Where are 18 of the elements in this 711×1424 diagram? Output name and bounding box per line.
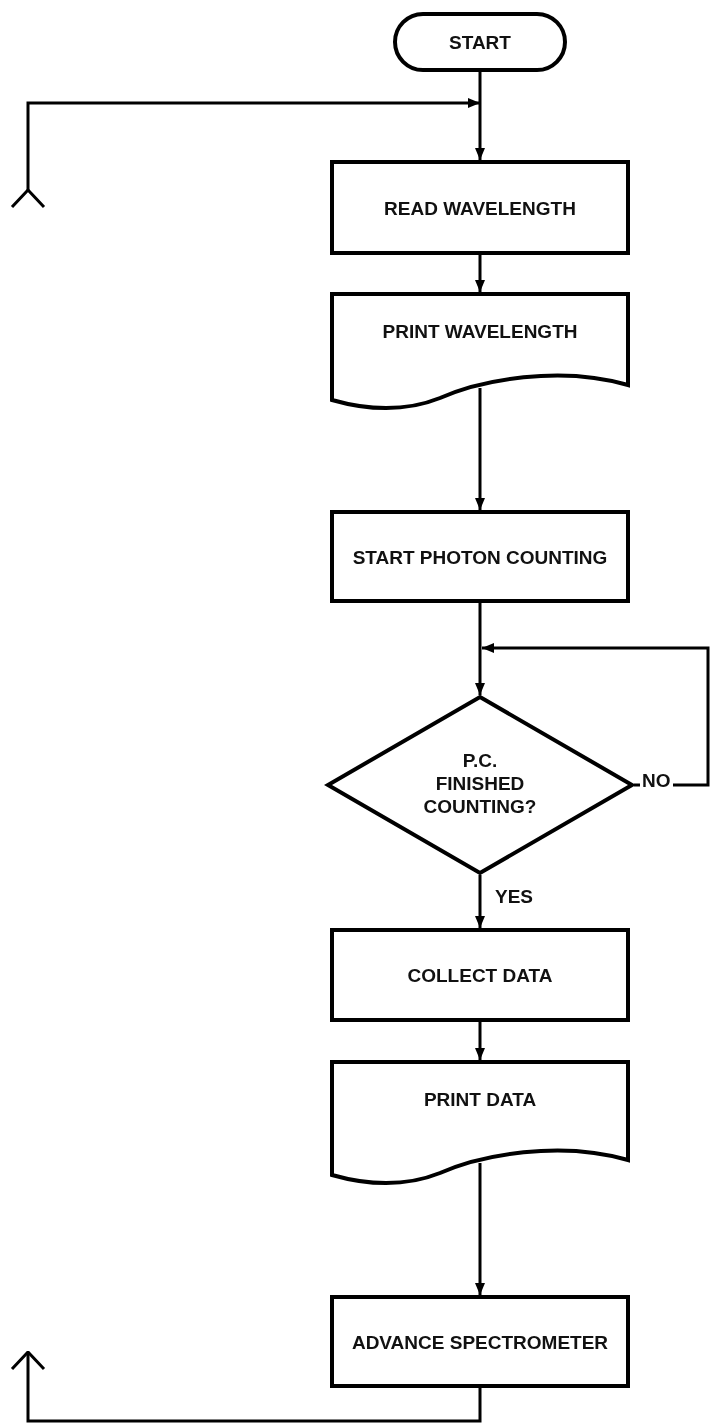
arrow xyxy=(475,388,485,510)
off-page-connector-arrow xyxy=(10,98,480,209)
arrow xyxy=(475,603,485,695)
arrow xyxy=(475,72,485,160)
step-label: START PHOTON COUNTING xyxy=(351,545,609,568)
step-label: PRINT WAVELENGTH xyxy=(381,320,579,343)
arrow xyxy=(475,875,485,928)
step-label: ADVANCE SPECTROMETER xyxy=(350,1330,610,1353)
arrow xyxy=(475,1022,485,1060)
off-page-connector-arrow xyxy=(10,1350,482,1423)
arrow xyxy=(475,255,485,292)
arrow xyxy=(482,643,710,787)
step-label: PRINT DATA xyxy=(422,1088,538,1111)
step-label: COLLECT DATA xyxy=(406,963,554,987)
step-label: START xyxy=(448,30,512,54)
arrow xyxy=(475,1163,485,1295)
step-label: P.C. FINISHED COUNTING? xyxy=(422,749,538,818)
step-label: READ WAVELENGTH xyxy=(383,196,577,219)
